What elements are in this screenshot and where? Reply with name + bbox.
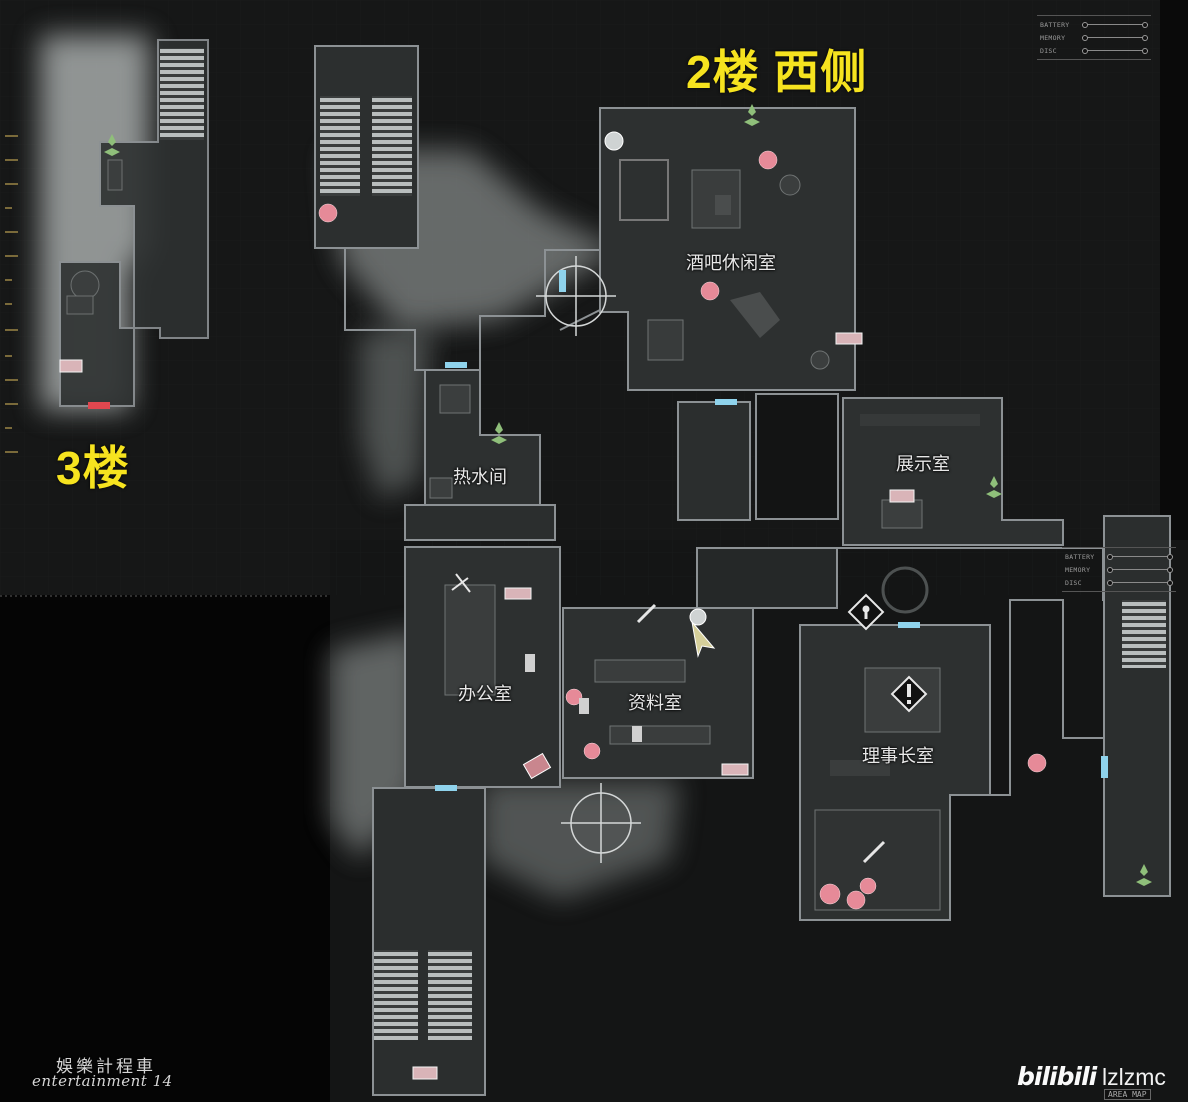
stairs-3f-east [1122, 600, 1166, 668]
room-label-archive[interactable]: 资料室 [628, 693, 682, 714]
room-label-hot-water[interactable]: 热水间 [453, 467, 507, 488]
room-label-office[interactable]: 办公室 [458, 684, 512, 705]
disc-label: DISC [1040, 46, 1057, 55]
typewriter-save-icon [59, 332, 915, 1080]
battery-gauge [1082, 22, 1148, 28]
room-label-bar-lounge[interactable]: 酒吧休闲室 [686, 253, 776, 274]
bilibili-logo: bilibili [1017, 1062, 1097, 1091]
floor3-label: 3楼 [56, 442, 130, 494]
battery-label: BATTERY [1065, 552, 1095, 561]
stairs-2f-north-b [372, 96, 412, 196]
area-map-label: AREA MAP [1104, 1089, 1151, 1100]
exclamation-icon [890, 675, 928, 713]
stairs-2f-north-a [320, 96, 360, 196]
disc-gauge [1107, 580, 1173, 586]
battery-label: BATTERY [1040, 20, 1070, 29]
uploader-name: lzlzmc [1102, 1064, 1166, 1090]
room-label-chairman[interactable]: 理事长室 [862, 746, 934, 767]
canister-icon [632, 726, 642, 742]
red-flower-icon [318, 150, 1047, 910]
knife-icon [636, 603, 657, 624]
memory-label: MEMORY [1065, 565, 1091, 574]
watermark-english: entertainment 14 [32, 1072, 173, 1090]
watermark-chinese: 娛樂計程車 [56, 1057, 156, 1077]
exit-marker [88, 402, 110, 409]
lock-item-icon [689, 608, 707, 626]
disc-label: DISC [1065, 578, 1082, 587]
crosshair-icon [536, 256, 616, 336]
room-label-exhibition[interactable]: 展示室 [896, 454, 950, 475]
status-panel-upper: BATTERY MEMORY DISC [1037, 15, 1151, 60]
ink-ribbon-icon [522, 752, 552, 780]
door-marker-icon [435, 270, 1108, 791]
stairs-3f [160, 48, 204, 140]
disc-gauge [1082, 48, 1148, 54]
locked-door-icon [847, 593, 885, 631]
canister-icon [579, 698, 589, 714]
crosshair-icon [561, 783, 641, 863]
memory-gauge [1082, 35, 1148, 41]
status-panel-lower: BATTERY MEMORY DISC [1062, 547, 1176, 592]
memory-label: MEMORY [1040, 33, 1066, 42]
player-arrow-icon [691, 620, 716, 658]
ruler-ticks [5, 135, 18, 453]
lock-item-icon [604, 131, 624, 151]
knife-icon [862, 840, 886, 864]
floor3-rooms [59, 39, 209, 407]
map-void [0, 595, 330, 1102]
stairs-3f-south-a [374, 950, 418, 1040]
herb-plant-icon [104, 104, 1152, 886]
knife-icon [451, 573, 471, 593]
memory-gauge [1107, 567, 1173, 573]
floor2-west-label: 2楼 西侧 [686, 46, 868, 98]
floor2-rooms [314, 45, 1064, 546]
stairs-3f-south-b [428, 950, 472, 1040]
battery-gauge [1107, 554, 1173, 560]
floor3-lower-rooms [372, 515, 1171, 1096]
bottle-icon [525, 654, 535, 672]
